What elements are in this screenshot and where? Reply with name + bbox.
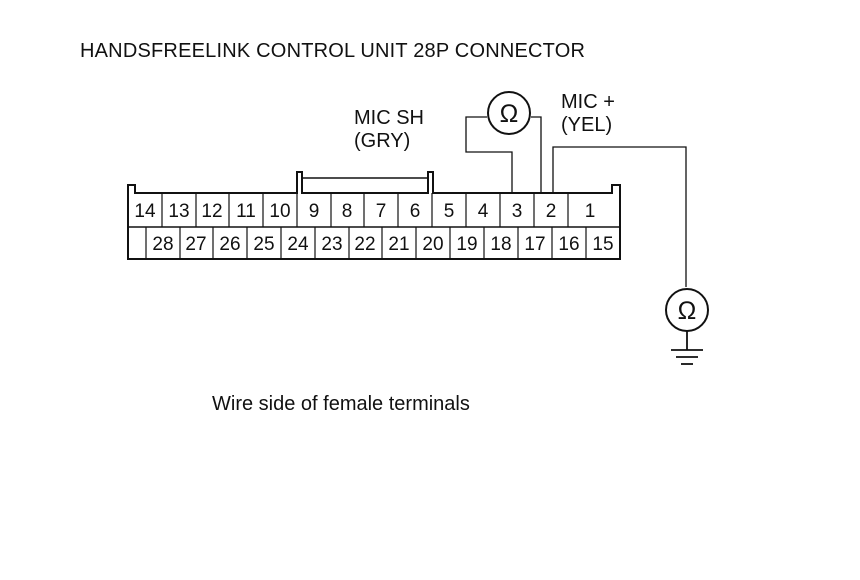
meter-1-circle	[487, 91, 531, 135]
meter-2-lead-to-terminal-2	[552, 146, 687, 287]
terminal-3: 3	[512, 201, 523, 222]
terminal-12: 12	[201, 201, 222, 222]
terminal-24: 24	[287, 234, 309, 255]
terminal-18: 18	[490, 234, 511, 255]
meter-1-lead-to-terminal-3	[465, 116, 513, 192]
bottom-row-dividers	[145, 227, 587, 259]
terminal-19: 19	[456, 234, 477, 255]
terminal-22: 22	[354, 234, 375, 255]
terminal-4: 4	[478, 201, 489, 222]
terminal-9: 9	[309, 201, 320, 222]
terminal-5: 5	[444, 201, 455, 222]
terminal-11: 11	[236, 201, 256, 222]
diagram-title: HANDSFREELINK CONTROL UNIT 28P CONNECTOR	[80, 40, 586, 62]
terminal-20: 20	[422, 234, 443, 255]
mic-sh-wire-color: (GRY)	[354, 130, 411, 152]
connector-top-row: 14 13 12 11 10 9 8 7 6 5 4 3 2 1	[134, 201, 595, 222]
terminal-28: 28	[152, 234, 173, 255]
mic-sh-label: MIC SH (GRY)	[354, 107, 424, 153]
terminal-10: 10	[269, 201, 290, 222]
terminal-21: 21	[388, 234, 409, 255]
mic-plus-label: MIC + (YEL)	[561, 91, 615, 137]
meter-1-lead-to-terminal-2	[531, 116, 542, 192]
connector-outline	[127, 171, 621, 260]
terminal-2: 2	[546, 201, 557, 222]
terminal-8: 8	[342, 201, 353, 222]
mic-plus-name: MIC +	[561, 91, 615, 113]
mic-sh-name: MIC SH	[354, 107, 424, 129]
terminal-17: 17	[524, 234, 545, 255]
terminal-6: 6	[410, 201, 421, 222]
mic-plus-wire-color: (YEL)	[561, 114, 613, 136]
terminal-15: 15	[592, 234, 613, 255]
terminal-13: 13	[168, 201, 189, 222]
terminal-1: 1	[585, 201, 596, 222]
ground-icon	[671, 331, 703, 365]
terminal-23: 23	[321, 234, 342, 255]
terminal-16: 16	[558, 234, 579, 255]
connector-bottom-row: 28 27 26 25 24 23 22 21 20 19 18 17 16 1…	[152, 234, 613, 255]
top-row-dividers	[161, 193, 569, 227]
meter-1-ohm-icon: Ω	[500, 100, 519, 128]
wire-side-caption: Wire side of female terminals	[212, 393, 470, 415]
terminal-25: 25	[253, 234, 274, 255]
meter-2-ohm-icon: Ω	[678, 297, 697, 325]
terminal-14: 14	[134, 201, 156, 222]
terminal-7: 7	[376, 201, 387, 222]
terminal-27: 27	[185, 234, 206, 255]
terminal-26: 26	[219, 234, 240, 255]
